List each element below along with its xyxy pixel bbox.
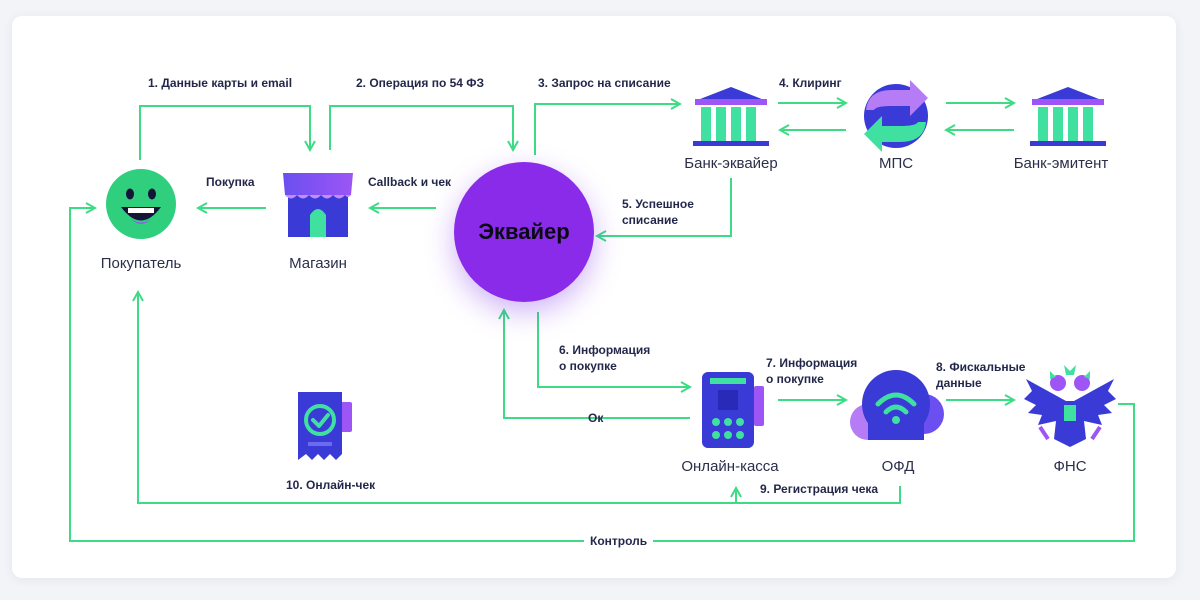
exchange-icon: [864, 80, 928, 152]
arrows: [69, 103, 1135, 542]
arrow-ok: [504, 310, 690, 419]
pos-terminal-icon: [702, 372, 764, 448]
arrow-step-2: [329, 105, 513, 150]
control-label: Контроль: [584, 533, 654, 549]
step-7-label: 7. Информация о покупке: [766, 356, 858, 386]
cloud-wifi-icon: [850, 370, 944, 440]
shop-label: Магазин: [289, 255, 347, 272]
arrow-step-3: [534, 104, 680, 155]
step-2-label: 2. Операция по 54 ФЗ: [356, 76, 485, 90]
callback-label: Callback и чек: [368, 175, 452, 189]
arrow-step-5: [597, 178, 732, 236]
acquirer-node: [454, 162, 594, 302]
eagle-emblem-icon: [1024, 365, 1116, 447]
ofd-label: ОФД: [881, 458, 915, 475]
purchase-label: Покупка: [206, 175, 255, 189]
bank-acquirer-label: Банк-эквайер: [684, 155, 778, 172]
step-4-label: 4. Клиринг: [779, 76, 842, 90]
step-6-label: 6. Информация о покупке: [559, 343, 651, 373]
step-3-label: 3. Запрос на списание: [538, 76, 671, 90]
acquirer-label: Эквайер: [478, 219, 570, 244]
buyer-label: Покупатель: [100, 255, 182, 272]
step-10-label: 10. Онлайн-чек: [286, 478, 376, 492]
diagram-card: [12, 16, 1176, 578]
shop-icon: [283, 173, 353, 237]
arrow-step-1: [139, 105, 310, 160]
arrow-step-6: [537, 312, 690, 387]
step-8-label: 8. Фискальные данные: [936, 360, 1026, 390]
fns-label: ФНС: [1053, 458, 1087, 475]
arrow-step-9: [138, 292, 901, 504]
step-5-label: 5. Успешное списание: [622, 197, 694, 227]
bank-acquirer-icon: [693, 87, 769, 146]
bank-issuer-icon: [1030, 87, 1106, 146]
mps-label: МПС: [878, 155, 914, 172]
receipt-icon: [298, 392, 352, 460]
step-1-label: 1. Данные карты и email: [148, 76, 293, 90]
smiley-icon: [106, 169, 176, 239]
step-9-label: 9. Регистрация чека: [760, 482, 879, 496]
online-kassa-label: Онлайн-касса: [681, 458, 779, 475]
ok-label: Ок: [588, 411, 604, 425]
bank-issuer-label: Банк-эмитент: [1013, 155, 1109, 172]
